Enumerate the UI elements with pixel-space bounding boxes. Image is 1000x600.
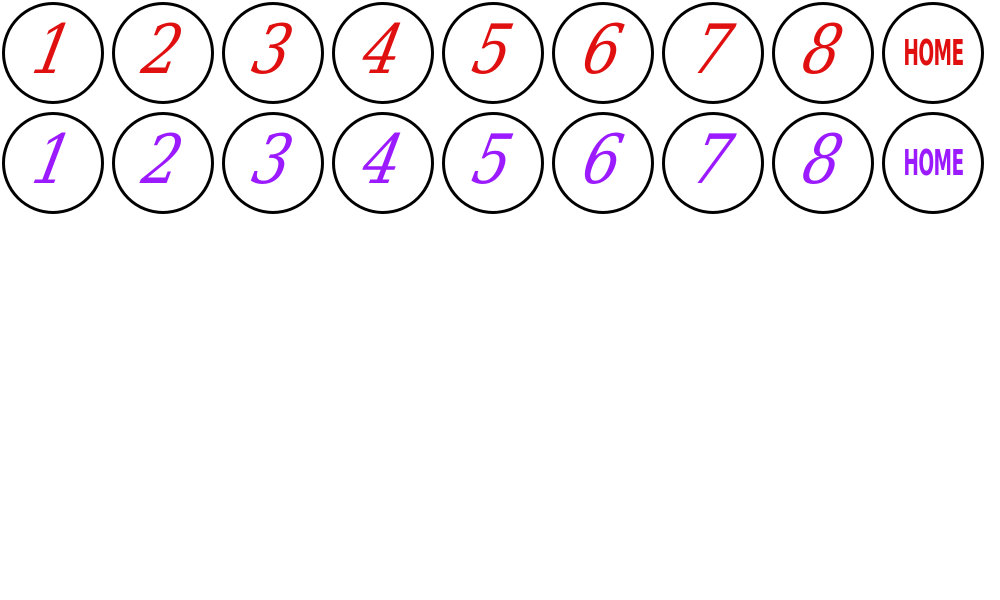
page-4-button-red[interactable]: 4 xyxy=(332,2,434,104)
page-number-label: 7 xyxy=(686,11,740,90)
page-6-button-red[interactable]: 6 xyxy=(552,2,654,104)
page-number-label: 8 xyxy=(796,121,850,200)
page-5-button-red[interactable]: 5 xyxy=(442,2,544,104)
page-7-button-purple[interactable]: 7 xyxy=(662,112,764,214)
page-6-button-purple[interactable]: 6 xyxy=(552,112,654,214)
page-number-label: 1 xyxy=(26,121,80,200)
page-1-button-purple[interactable]: 1 xyxy=(2,112,104,214)
home-label: HOME xyxy=(902,142,964,184)
page-number-label: 3 xyxy=(246,11,300,90)
page-number-label: 2 xyxy=(136,11,190,90)
page-number-label: 5 xyxy=(466,11,520,90)
page-number-label: 6 xyxy=(576,121,630,200)
page-2-button-purple[interactable]: 2 xyxy=(112,112,214,214)
home-button-red[interactable]: HOME xyxy=(882,2,984,104)
home-button-purple[interactable]: HOME xyxy=(882,112,984,214)
page-number-label: 1 xyxy=(26,11,80,90)
page-number-label: 8 xyxy=(796,11,850,90)
page-number-label: 7 xyxy=(686,121,740,200)
page-3-button-red[interactable]: 3 xyxy=(222,2,324,104)
page-8-button-red[interactable]: 8 xyxy=(772,2,874,104)
page-1-button-red[interactable]: 1 xyxy=(2,2,104,104)
page-number-label: 3 xyxy=(246,121,300,200)
page-number-label: 2 xyxy=(136,121,190,200)
page-number-label: 4 xyxy=(356,121,410,200)
page-number-label: 6 xyxy=(576,11,630,90)
page-4-button-purple[interactable]: 4 xyxy=(332,112,434,214)
page-7-button-red[interactable]: 7 xyxy=(662,2,764,104)
page-2-button-red[interactable]: 2 xyxy=(112,2,214,104)
home-label: HOME xyxy=(902,32,964,74)
page-3-button-purple[interactable]: 3 xyxy=(222,112,324,214)
page-5-button-purple[interactable]: 5 xyxy=(442,112,544,214)
page-8-button-purple[interactable]: 8 xyxy=(772,112,874,214)
page-number-label: 4 xyxy=(356,11,410,90)
page-number-label: 5 xyxy=(466,121,520,200)
